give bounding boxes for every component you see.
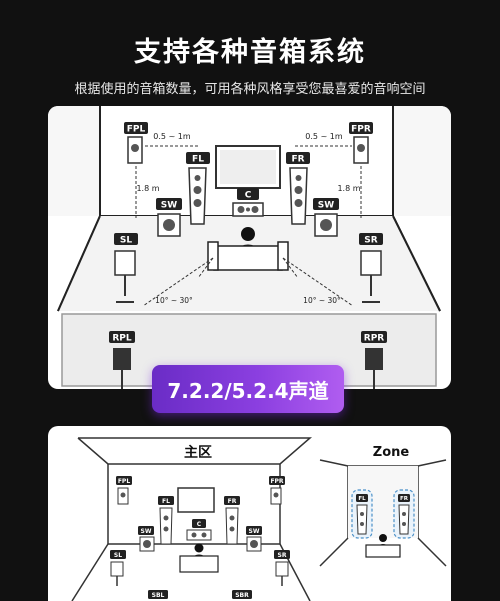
speaker-sw-left-label: SW: [161, 201, 177, 211]
zone-speaker-sbl: SBL: [148, 590, 168, 599]
dim-height-left: 1.8 m: [136, 184, 159, 193]
zone-speaker-sw-left: SW: [138, 526, 155, 552]
speaker-c: C: [232, 188, 264, 217]
page-subtitle: 根据使用的音箱数量，可用各种风格享受您最喜爱的音响空间: [74, 82, 426, 97]
zone2-speaker-fl: FL: [351, 489, 373, 539]
speaker-sl: SL: [114, 233, 138, 303]
speaker-rpr: RPR: [361, 331, 387, 389]
zone-diagram-svg: 主区 Zone FPL FPR FL FR C: [71, 437, 447, 601]
zone2-speaker-fr-label: FR: [400, 496, 409, 502]
room-diagram-svg: FPL FPR 0.5 ~ 1m 0.5 ~ 1m 1.8 m 1.8 m FL…: [48, 106, 451, 389]
zone-speaker-sbl-label: SBL: [152, 592, 165, 599]
speaker-rpr-label: RPR: [364, 334, 385, 344]
page-title: 支持各种音箱系统: [134, 37, 366, 68]
zone-speaker-sbr: SBR: [232, 590, 252, 599]
zone-speaker-fpr-label: FPR: [270, 478, 283, 485]
speaker-sw-right: SW: [313, 198, 339, 237]
zone-speaker-c-label: C: [197, 521, 202, 528]
zone-speaker-sr-label: SR: [278, 552, 287, 559]
angle-lines: [142, 257, 354, 307]
layout-diagram-zone: 主区 Zone FPL FPR FL FR C: [48, 426, 451, 601]
zone-speaker-fpl-label: FPL: [118, 478, 130, 485]
speaker-sw-left: SW: [156, 198, 182, 237]
tv-screen-small: [177, 487, 215, 513]
dim-front-gap-left: 0.5 ~ 1m: [153, 132, 191, 141]
speaker-rpl: RPL: [109, 331, 135, 389]
zone-label: Zone: [373, 445, 410, 460]
zone-speaker-fl-label: FL: [162, 498, 170, 505]
zone-speaker-sbr-label: SBR: [235, 592, 249, 599]
dim-height-right: 1.8 m: [337, 184, 360, 193]
listener-sofa: [207, 227, 289, 271]
speaker-sw-right-label: SW: [318, 201, 334, 211]
speaker-sr-label: SR: [364, 236, 377, 246]
zone-speaker-c: C: [186, 519, 212, 541]
zone-speaker-fr: FR: [224, 496, 240, 545]
zone-speaker-fl: FL: [158, 496, 174, 545]
speaker-c-label: C: [245, 191, 252, 201]
zone-speaker-fr-label: FR: [228, 498, 237, 505]
channel-badge: 7.2.2/5.2.4声道: [152, 365, 344, 413]
speaker-sl-label: SL: [120, 236, 132, 246]
dimension-lines: [135, 145, 362, 218]
dim-front-gap-right: 0.5 ~ 1m: [305, 132, 343, 141]
zone-speaker-sw-left-label: SW: [141, 528, 152, 535]
main-room-walls: [71, 437, 313, 601]
speaker-fpl-label: FPL: [127, 125, 146, 135]
tv-screen: [215, 145, 281, 189]
zone-speaker-sl: SL: [110, 550, 126, 586]
zone-speaker-fpr: FPR: [269, 476, 285, 505]
speaker-fr-label: FR: [291, 155, 304, 165]
speaker-sr: SR: [359, 233, 383, 303]
speaker-fl: FL: [186, 152, 210, 225]
zone-speaker-sr: SR: [274, 550, 290, 586]
speaker-fr: FR: [286, 152, 310, 225]
main-listener-sofa: [179, 543, 219, 573]
speaker-fl-label: FL: [192, 155, 204, 165]
zone-speaker-sl-label: SL: [114, 552, 122, 559]
zone2-speaker-fr: FR: [393, 489, 415, 539]
speaker-fpr: FPR: [349, 122, 373, 164]
zone2-speaker-fl-label: FL: [358, 496, 366, 502]
main-zone-label: 主区: [184, 444, 212, 461]
zone-speaker-fpl: FPL: [116, 476, 132, 505]
zone-listener-sofa: [365, 534, 401, 558]
speaker-rpl-label: RPL: [112, 334, 132, 344]
dim-angle-right: 10° ~ 30°: [303, 296, 341, 305]
speaker-fpl: FPL: [124, 122, 148, 164]
dim-angle-left: 10° ~ 30°: [155, 296, 193, 305]
speaker-fpr-label: FPR: [351, 125, 371, 135]
zone-speaker-sw-right-label: SW: [249, 528, 260, 535]
layout-diagram-7-2-4: FPL FPR 0.5 ~ 1m 0.5 ~ 1m 1.8 m 1.8 m FL…: [48, 106, 451, 389]
zone-speaker-sw-right: SW: [246, 526, 262, 552]
